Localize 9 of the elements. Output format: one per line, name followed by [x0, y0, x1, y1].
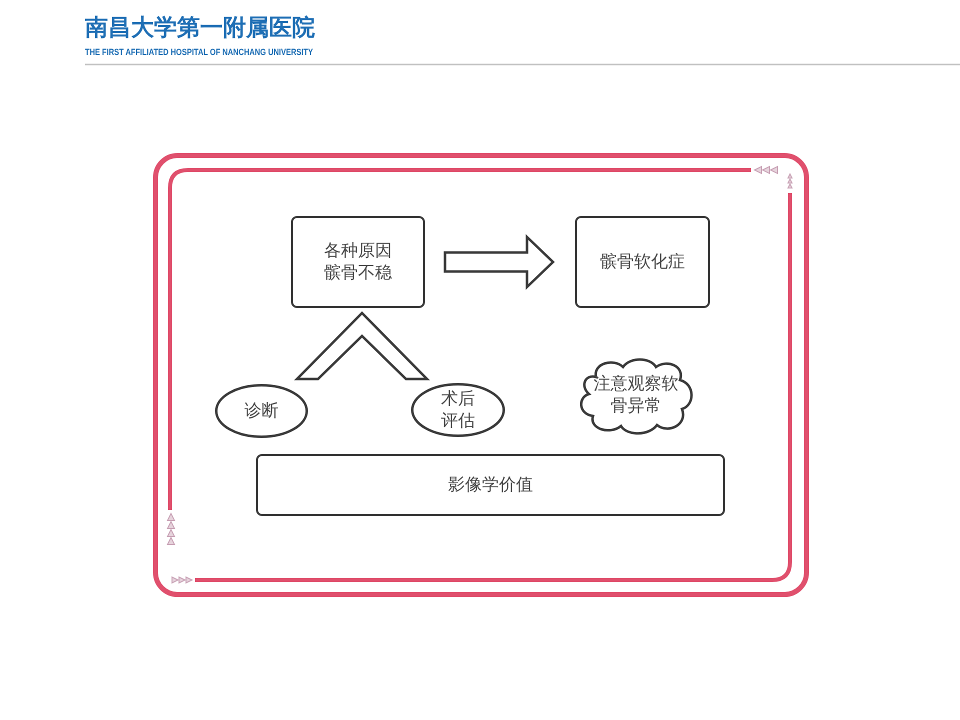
- block-arrow: [444, 234, 555, 290]
- chevron-connector: [294, 311, 430, 380]
- hospital-name: 南昌大学第一附属医院: [85, 13, 315, 43]
- hospital-name-english: THE FIRST AFFILIATED HOSPITAL OF NANCHANG UNIVERSITY: [85, 47, 313, 57]
- ellipse-node: 诊断: [215, 384, 308, 438]
- process-box: 各种原因髌骨不稳: [291, 216, 425, 308]
- process-box: 影像学价值: [256, 454, 725, 516]
- process-box: 髌骨软化症: [575, 216, 710, 308]
- ellipse-node: 术后评估: [411, 383, 505, 437]
